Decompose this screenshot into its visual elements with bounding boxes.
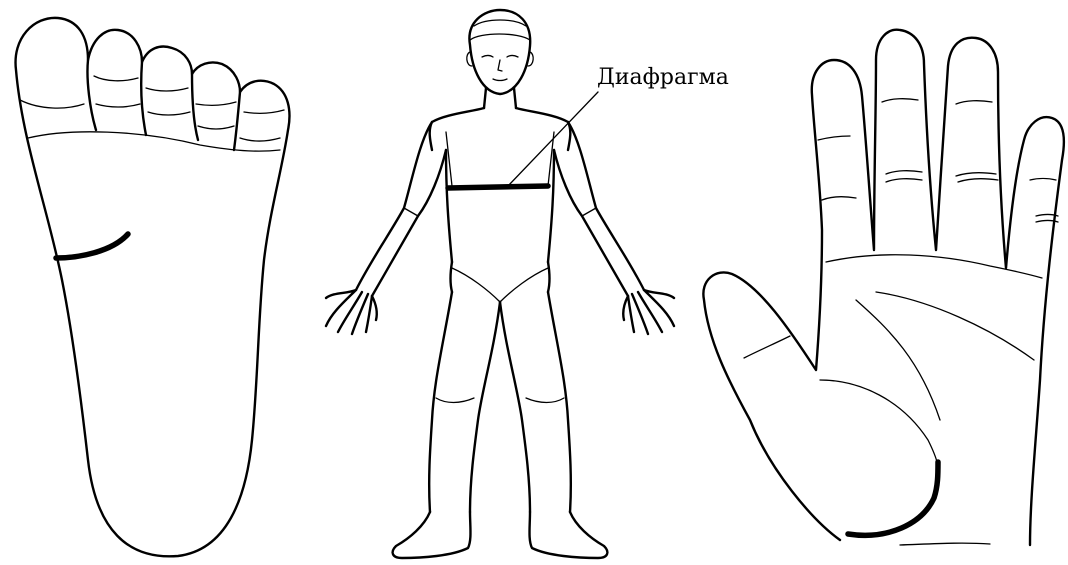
toe-crease-6 [196, 102, 236, 105]
body-diaphragm-band [448, 186, 548, 188]
hand-outline [703, 30, 1063, 545]
toe-crease-5 [148, 112, 190, 115]
hairline [470, 34, 530, 40]
right-eye [507, 56, 518, 58]
toe-crease-9 [240, 138, 280, 141]
toe-gap-3 [192, 74, 198, 140]
toe-gap-2 [141, 62, 146, 135]
finger-crease-8 [958, 179, 998, 182]
foot-diaphragm-mark [56, 234, 128, 258]
hips [451, 262, 550, 292]
thumb-crease [744, 336, 790, 358]
toe-gap-4 [234, 92, 240, 150]
finger-crease-4 [886, 171, 922, 174]
head [469, 10, 530, 94]
palm [703, 30, 1063, 545]
human-figure: Диафрагма [326, 10, 729, 558]
nose [498, 60, 502, 71]
left-elbow [404, 208, 418, 216]
toe-crease-4 [146, 88, 188, 91]
left-knee [436, 398, 474, 403]
briefs [452, 268, 548, 302]
right-knee [526, 398, 564, 403]
life-line [856, 300, 940, 420]
right-elbow [582, 208, 596, 216]
finger-crease-5 [886, 179, 922, 182]
wrist-line [900, 543, 990, 545]
finger-crease-7 [956, 173, 996, 176]
right-hand [623, 290, 674, 334]
toe-crease-7 [198, 126, 234, 129]
foot-outline [16, 18, 290, 556]
toe-gap-1 [87, 60, 96, 130]
head-line [876, 292, 1034, 360]
right-foot [530, 512, 608, 558]
thenar-line [820, 380, 939, 480]
finger-crease-3 [882, 99, 918, 102]
right-leg [500, 292, 571, 512]
diaphragm-label: Диафрагма [597, 65, 729, 90]
finger-crease-2 [822, 197, 856, 200]
finger-crease-10 [1036, 215, 1058, 217]
left-eye [482, 56, 493, 58]
mouth [493, 79, 507, 81]
left-hand [326, 290, 377, 334]
toe-crease-1 [20, 100, 84, 108]
finger-crease-9 [1030, 179, 1056, 181]
hair-top [474, 20, 526, 26]
foot-sole [16, 18, 290, 556]
left-foot [393, 512, 471, 558]
left-leg [429, 292, 500, 512]
hand-diaphragm-mark [848, 462, 938, 535]
toe-crease-8 [244, 110, 284, 113]
finger-crease-11 [1036, 221, 1058, 223]
finger-crease-6 [956, 101, 992, 104]
ball-line [28, 132, 280, 151]
chest-line [446, 132, 554, 186]
heart-line [826, 255, 1042, 278]
toe-crease-3 [96, 104, 140, 107]
toe-crease-2 [94, 76, 138, 81]
finger-crease-1 [818, 136, 850, 140]
